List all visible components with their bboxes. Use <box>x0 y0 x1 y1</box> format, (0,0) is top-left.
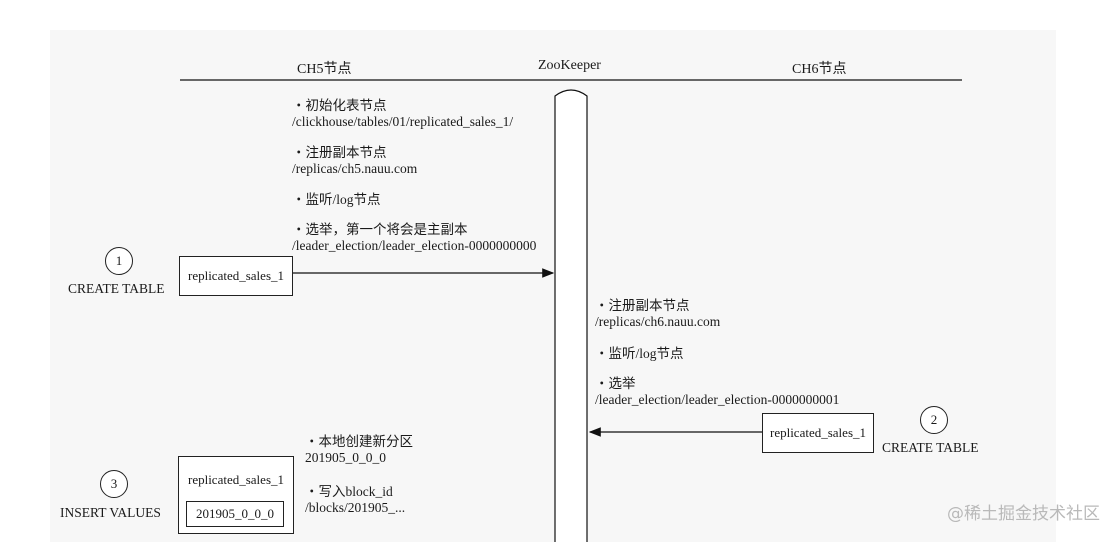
partition-box: 201905_0_0_0 <box>186 501 284 527</box>
step-2-label: CREATE TABLE <box>882 440 979 455</box>
note-ch6-election: ・选举 /leader_election/leader_election-000… <box>595 376 840 407</box>
note-ch6-watch-log: ・监听/log节点 <box>595 346 684 361</box>
step-1-label: CREATE TABLE <box>68 281 165 296</box>
note-ch6-register-replica: ・注册副本节点 /replicas/ch6.nauu.com <box>595 298 721 329</box>
ch5-table-box: replicated_sales_1 <box>179 256 293 296</box>
step-3-circle: 3 <box>100 470 128 498</box>
header-zookeeper: ZooKeeper <box>538 58 601 73</box>
ch6-table-box: replicated_sales_1 <box>762 413 874 453</box>
header-ch5: CH5节点 <box>297 62 352 77</box>
step-3-label: INSERT VALUES <box>60 505 161 520</box>
watermark: @稀土掘金技术社区 <box>947 504 1100 524</box>
note-ch5-watch-log: ・监听/log节点 <box>292 192 381 207</box>
note-ch5-init-table: ・初始化表节点 /clickhouse/tables/01/replicated… <box>292 98 514 129</box>
header-ch6: CH6节点 <box>792 62 847 77</box>
step-2-circle: 2 <box>920 406 948 434</box>
insert-table-name: replicated_sales_1 <box>187 472 284 487</box>
note-ch5-register-replica: ・注册副本节点 /replicas/ch5.nauu.com <box>292 145 418 176</box>
note-ch5-election: ・选举，第一个将会是主副本 /leader_election/leader_el… <box>292 222 537 253</box>
zookeeper-lifeline <box>554 89 588 542</box>
step-1-circle: 1 <box>105 247 133 275</box>
note-insert-write-block-id: ・写入block_id /blocks/201905_... <box>305 484 406 515</box>
note-insert-create-partition: ・本地创建新分区 201905_0_0_0 <box>305 434 413 465</box>
